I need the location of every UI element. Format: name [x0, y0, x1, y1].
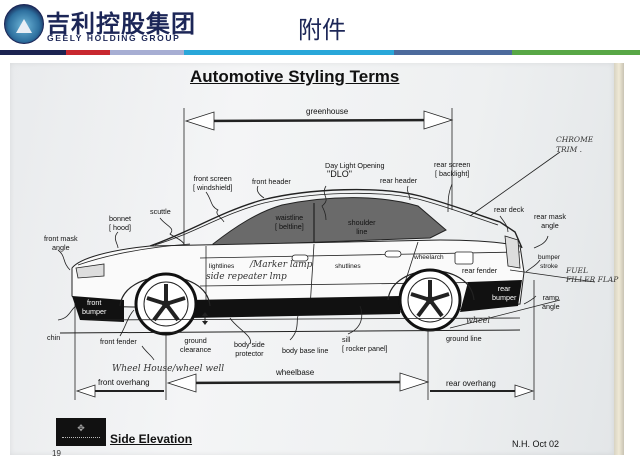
label-front-overhang: front overhang: [98, 378, 150, 387]
label-shoulder-line: shoulder line: [348, 218, 376, 236]
front-overhang-arrow: [75, 384, 164, 398]
header-stripe-2: [66, 50, 110, 55]
document-title: Automotive Styling Terms: [190, 67, 400, 86]
note-fuel-filler-flap: FUEL FILLER FLAP: [566, 266, 619, 284]
view-title: Side Elevation: [110, 432, 193, 446]
note-wheel: wheel: [466, 316, 491, 325]
label-rear-overhang: rear overhang: [446, 379, 496, 388]
crest-icon: ✥: [56, 418, 106, 446]
label-bonnet: bonnet [ hood]: [109, 214, 131, 232]
slide-title: 附件: [298, 16, 346, 44]
label-front-mask-angle: front mask angle: [44, 234, 78, 252]
brand-name-en: GEELY HOLDING GROUP: [47, 33, 181, 43]
header-stripe-4: [184, 50, 394, 55]
label-front-screen: front screen [ windshield]: [193, 174, 233, 192]
label-rear-mask-angle: rear mask angle: [534, 212, 566, 230]
label-rear-screen: rear screen [ backlight]: [434, 160, 471, 178]
page-number: 19: [52, 449, 61, 458]
label-front-header: front header: [252, 177, 291, 186]
label-front-bumper: front bumper: [82, 298, 107, 316]
label-front-fender: front fender: [100, 337, 137, 346]
label-waistline: waistline [ beltline]: [275, 213, 304, 231]
label-bumper-stroke: bumper stroke: [538, 254, 561, 270]
label-rear-fender: rear fender: [462, 266, 498, 275]
rear-wheel: [398, 268, 462, 332]
author-signature: N.H. Oct 02: [512, 439, 560, 449]
label-rear-deck: rear deck: [494, 205, 524, 214]
front-wheel: [134, 272, 198, 336]
brand-name-cn: 吉利控股集团: [46, 10, 196, 38]
label-sill: sill [ rocker panel]: [342, 335, 388, 353]
header-stripe-6: [512, 50, 640, 55]
label-body-base-line: body base line: [282, 346, 329, 355]
header-stripe-3: [110, 50, 184, 55]
geely-emblem-icon: [4, 4, 44, 44]
label-ground-line: ground line: [446, 334, 482, 343]
label-chin: chin: [47, 333, 61, 342]
label-wheelarch: wheelarch: [414, 254, 444, 261]
sheet-edge: [614, 63, 624, 455]
note-wheel-house: Wheel House/wheel well: [112, 364, 225, 374]
greenhouse-arrow: [184, 110, 454, 131]
rear-overhang-arrow: [430, 384, 535, 398]
label-shutlines: shutlines: [335, 263, 361, 270]
label-ground-clearance: ground clearance: [180, 336, 212, 354]
slide-header: 吉利控股集团 GEELY HOLDING GROUP 附件: [0, 0, 640, 50]
label-rear-bumper: rear bumper: [492, 284, 517, 302]
label-greenhouse: greenhouse: [306, 107, 349, 116]
wheelbase-arrow: [166, 372, 430, 393]
label-body-side-protector: body side protector: [234, 340, 265, 358]
label-scuttle: scuttle: [150, 207, 171, 216]
label-lightlines: lightlines: [209, 263, 235, 270]
label-rear-header: rear header: [380, 176, 418, 185]
header-stripe-1: [0, 50, 66, 55]
header-stripe-5: [394, 50, 512, 55]
note-side-repeater-lamp: side repeater lmp: [206, 272, 287, 282]
label-dlo: Day Light Opening: [325, 161, 385, 170]
label-dlo-abbr: "DLO": [327, 169, 352, 179]
note-chrome-trim: CHROME TRIM .: [556, 135, 594, 154]
note-marker-lamp: /Marker lamp: [250, 260, 313, 270]
label-wheelbase: wheelbase: [276, 368, 315, 377]
label-ramp-angle: ramp angle: [542, 293, 560, 311]
